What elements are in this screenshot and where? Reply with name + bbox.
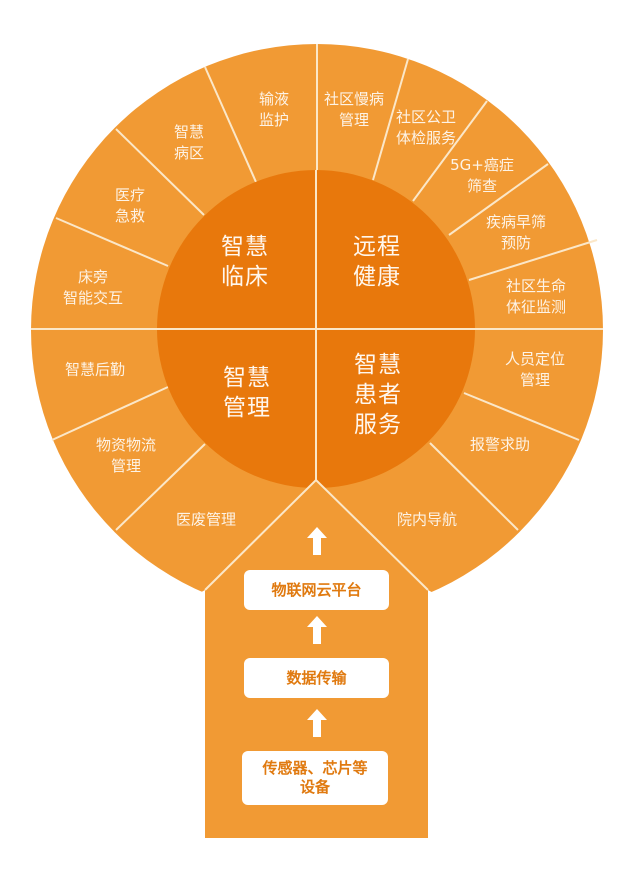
up-arrow-icon <box>307 709 327 737</box>
segment-public-health-checkup: 社区公卫 体检服务 <box>395 108 457 147</box>
segment-personnel-location: 人员定位 管理 <box>504 350 566 389</box>
core-smart-patient-service: 智慧 患者 服务 <box>354 352 402 438</box>
sensor-devices-box: 传感器、芯片等 设备 <box>242 751 388 805</box>
segment-5g-cancer-screening: 5G+癌症 筛查 <box>450 156 514 195</box>
core-smart-management: 智慧 管理 <box>223 365 271 421</box>
segment-vital-sign-monitoring: 社区生命 体征监测 <box>505 277 567 316</box>
core-remote-health: 远程 健康 <box>353 234 401 290</box>
segment-bedside-interaction: 床旁 智能交互 <box>62 268 124 307</box>
segment-alarm-help: 报警求助 <box>469 435 531 454</box>
segment-early-screening: 疾病早筛 预防 <box>485 213 547 252</box>
segment-smart-logistics: 智慧后勤 <box>64 360 126 379</box>
segment-dividers <box>31 44 603 531</box>
core-smart-clinical: 智慧 临床 <box>221 234 269 290</box>
segment-smart-ward: 智慧 病区 <box>173 123 205 162</box>
up-arrow-icon <box>307 527 327 555</box>
data-transmission-box: 数据传输 <box>244 658 389 698</box>
up-arrow-icon <box>307 616 327 644</box>
segment-medical-waste: 医废管理 <box>175 510 237 529</box>
segment-indoor-navigation: 院内导航 <box>396 510 458 529</box>
iot-cloud-platform-box: 物联网云平台 <box>244 570 389 610</box>
segment-emergency: 医疗 急救 <box>114 186 146 225</box>
segment-chronic-disease: 社区慢病 管理 <box>323 90 385 129</box>
segment-infusion-monitor: 输液 监护 <box>258 90 290 129</box>
segment-materials-logistics: 物资物流 管理 <box>95 436 157 475</box>
